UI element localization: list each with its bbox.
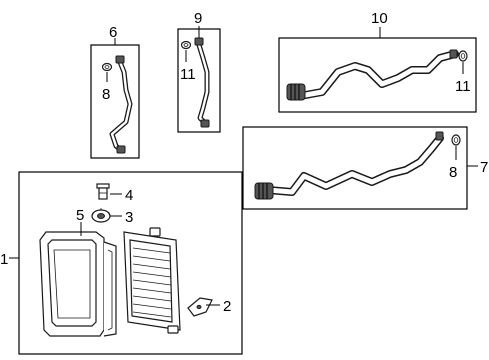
callout-4: 4 [125, 187, 133, 204]
o-ring-11-right [458, 50, 468, 62]
o-ring-11-left [180, 40, 192, 50]
mounting-bolt-part-4 [96, 183, 110, 200]
leader-lines [9, 26, 478, 306]
hose-part-7 [254, 131, 444, 200]
grommet-part-3 [91, 208, 111, 223]
bracket-part-2 [187, 297, 213, 317]
callout-11-right: 11 [455, 78, 471, 95]
callout-3: 3 [125, 209, 133, 226]
callout-5: 5 [76, 207, 84, 224]
hose-10-end-fitting [286, 83, 306, 101]
callout-11-left: 11 [180, 66, 196, 83]
callout-9: 9 [194, 10, 202, 27]
pipe-part-6 [109, 55, 133, 154]
pipe-part-9 [194, 37, 210, 128]
callout-2: 2 [223, 298, 231, 315]
cooler-shroud-part-5 [39, 231, 117, 337]
callout-8-right: 8 [449, 164, 457, 181]
box-part-7 [242, 126, 468, 210]
callout-7: 7 [480, 159, 488, 176]
hose-part-10 [286, 49, 459, 101]
o-ring-8-left [101, 62, 113, 72]
callout-1: 1 [0, 251, 8, 268]
hose-7-end-fitting [254, 182, 274, 200]
callout-6: 6 [109, 24, 117, 41]
box-part-1 [18, 171, 243, 355]
callout-10: 10 [371, 10, 388, 27]
o-ring-8-right [451, 134, 461, 146]
callout-8-left: 8 [102, 86, 110, 103]
cooler-core-fins [132, 247, 172, 318]
cooler-core [123, 227, 181, 334]
box-part-10 [278, 37, 477, 113]
